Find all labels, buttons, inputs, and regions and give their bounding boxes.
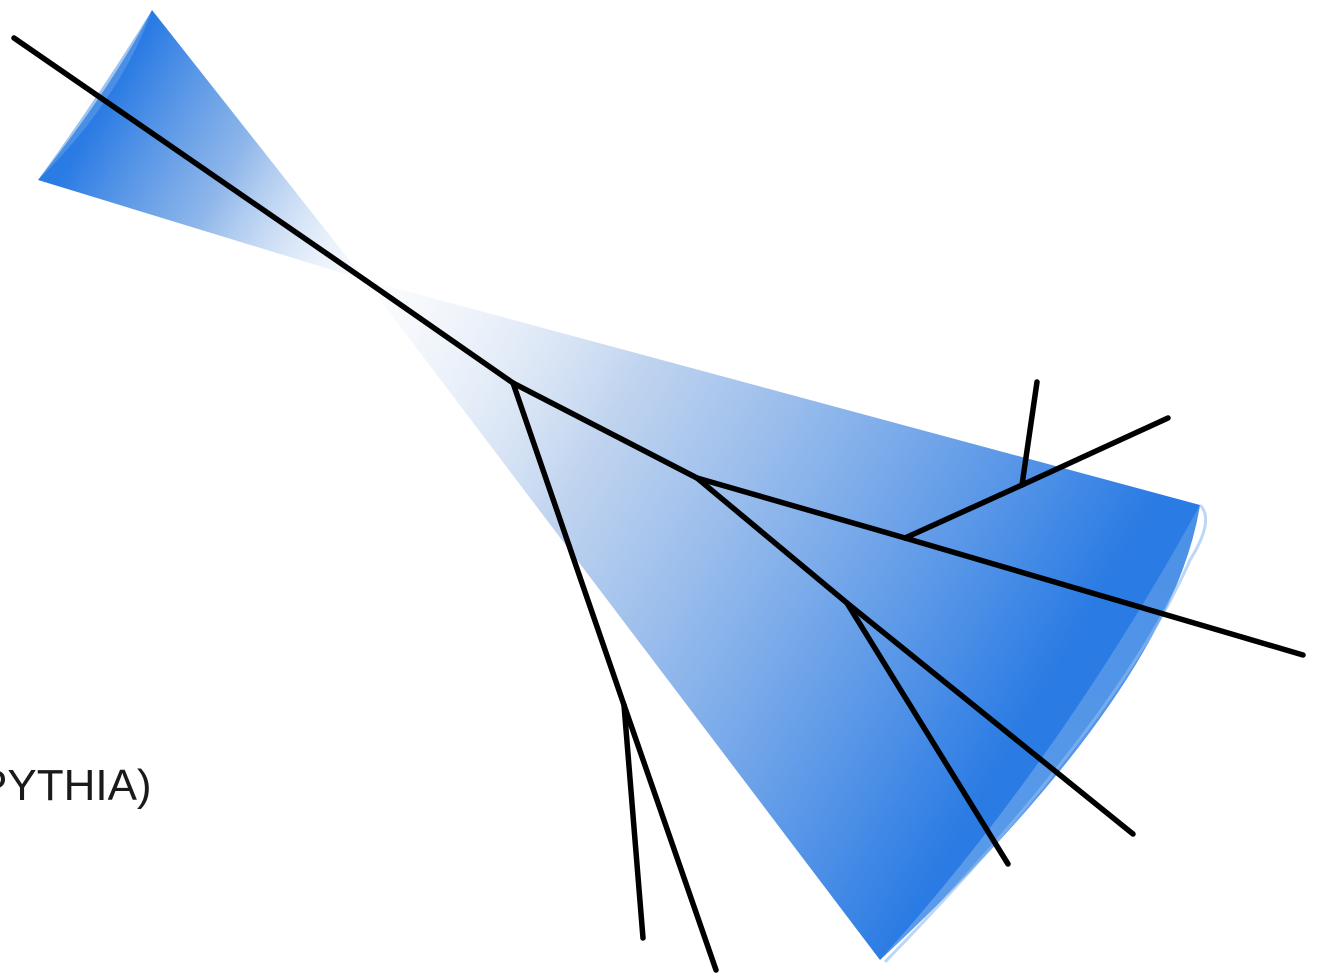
generator-label: PYTHIA): [0, 761, 152, 810]
branch-line: [1019, 379, 1040, 488]
branch-line: [694, 475, 908, 541]
branch-line: [621, 702, 646, 941]
branch-line: [902, 535, 1306, 658]
branch-line: [621, 702, 719, 973]
small-cone: [38, 10, 365, 280]
large-cone-rim: [883, 503, 1208, 964]
main-branch-line: [362, 277, 516, 386]
large-cone: [365, 280, 1200, 960]
branch-line: [510, 380, 627, 708]
branch-line: [1019, 415, 1171, 488]
branch-line: [844, 600, 1011, 867]
branch-line: [844, 600, 1136, 837]
incoming-parton-line: [11, 35, 368, 283]
branch-line: [902, 482, 1025, 541]
shower-lines: [11, 35, 1306, 973]
branch-line: [694, 475, 850, 606]
branch-line: [510, 380, 700, 481]
